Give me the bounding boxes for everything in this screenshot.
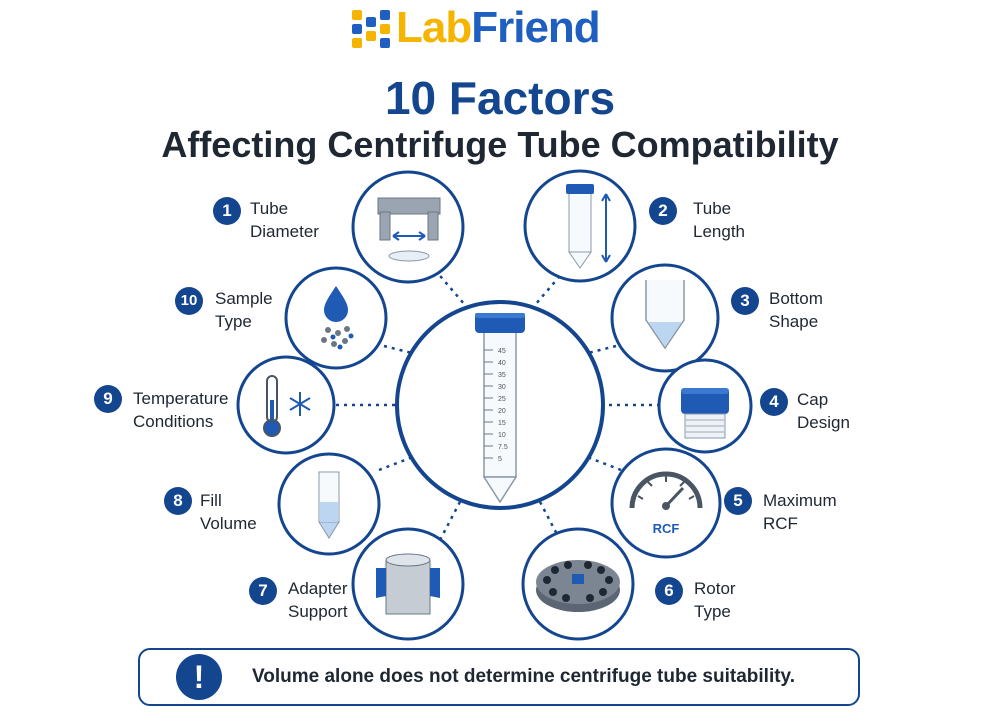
factor-10-line1: Sample <box>215 289 273 308</box>
sample-type-icon <box>284 266 388 370</box>
factor-2-line1: Tube <box>693 199 732 218</box>
factor-2-line2: Length <box>693 222 745 241</box>
temperature-conditions-icon <box>236 355 336 455</box>
factor-10-line2: Type <box>215 312 252 331</box>
factor-6-line2: Type <box>694 602 731 621</box>
fill-volume-icon <box>277 452 381 556</box>
factor-4-line1: Cap <box>797 390 829 409</box>
scale-label: 5 <box>498 456 502 463</box>
factor-3-line1: Bottom <box>769 289 823 308</box>
logo-mark-icon <box>352 10 390 48</box>
scale-label: 20 <box>498 408 506 415</box>
tube-diameter-icon <box>351 170 465 284</box>
factor-5-line1: Maximum <box>763 491 837 510</box>
logo-wordmark: LabFriend <box>396 2 601 54</box>
factor-10-number: 10 <box>175 287 203 315</box>
exclamation-icon: ! <box>176 654 222 700</box>
scale-label: 45 <box>498 348 506 355</box>
factor-7-line2: Support <box>288 602 348 621</box>
factor-4-number: 4 <box>760 388 788 416</box>
rotor-type-icon <box>521 527 635 641</box>
logo-text-lab: Lab <box>396 3 472 52</box>
factor-9-number: 9 <box>94 385 122 413</box>
tube-length-icon <box>523 169 637 283</box>
scale-label: 30 <box>498 384 506 391</box>
factor-3-number: 3 <box>731 287 759 315</box>
factor-3-line2: Shape <box>769 312 819 331</box>
page-subtitle: Affecting Centrifuge Tube Compatibility <box>161 124 839 165</box>
gauge-label: RCF <box>653 521 680 536</box>
factor-1-line2: Diameter <box>250 222 319 241</box>
adapter-support-icon <box>351 527 465 641</box>
page-title: 10 Factors <box>384 72 616 124</box>
scale-label: 25 <box>498 396 506 403</box>
factor-9-line1: Temperature <box>133 389 229 408</box>
note-text: Volume alone does not determine centrifu… <box>252 666 795 687</box>
factor-7-number: 7 <box>249 577 277 605</box>
bottom-shape-icon <box>610 263 720 373</box>
factor-5-line2: RCF <box>763 514 798 533</box>
scale-label: 10 <box>498 432 506 439</box>
scale-label: 7.5 <box>498 444 508 451</box>
factor-9-line2: Conditions <box>133 412 214 431</box>
factor-6-line1: Rotor <box>694 579 736 598</box>
center-tube-scale: 45 40 35 30 25 20 15 10 7.5 5 <box>484 348 508 463</box>
factor-7-line1: Adapter <box>288 579 348 598</box>
factor-1-number: 1 <box>213 197 241 225</box>
cap-design-icon <box>657 358 753 454</box>
factor-5-number: 5 <box>724 487 752 515</box>
scale-label: 40 <box>498 360 506 367</box>
scale-label: 35 <box>498 372 506 379</box>
factor-8-line2: Volume <box>200 514 257 533</box>
labfriend-logo: LabFriend <box>350 2 650 54</box>
factor-1-line1: Tube <box>250 199 289 218</box>
factor-4-line2: Design <box>797 413 850 432</box>
max-rcf-icon: RCF <box>610 447 722 559</box>
note-banner: ! Volume alone does not determine centri… <box>138 648 860 706</box>
factor-2-number: 2 <box>649 197 677 225</box>
factor-6-number: 6 <box>655 577 683 605</box>
factor-8-line1: Fill <box>200 491 222 510</box>
factor-8-number: 8 <box>164 487 192 515</box>
logo-text-friend: Friend <box>471 3 600 52</box>
center-tube-circle: 45 40 35 30 25 20 15 10 7.5 5 <box>395 300 605 510</box>
scale-label: 15 <box>498 420 506 427</box>
